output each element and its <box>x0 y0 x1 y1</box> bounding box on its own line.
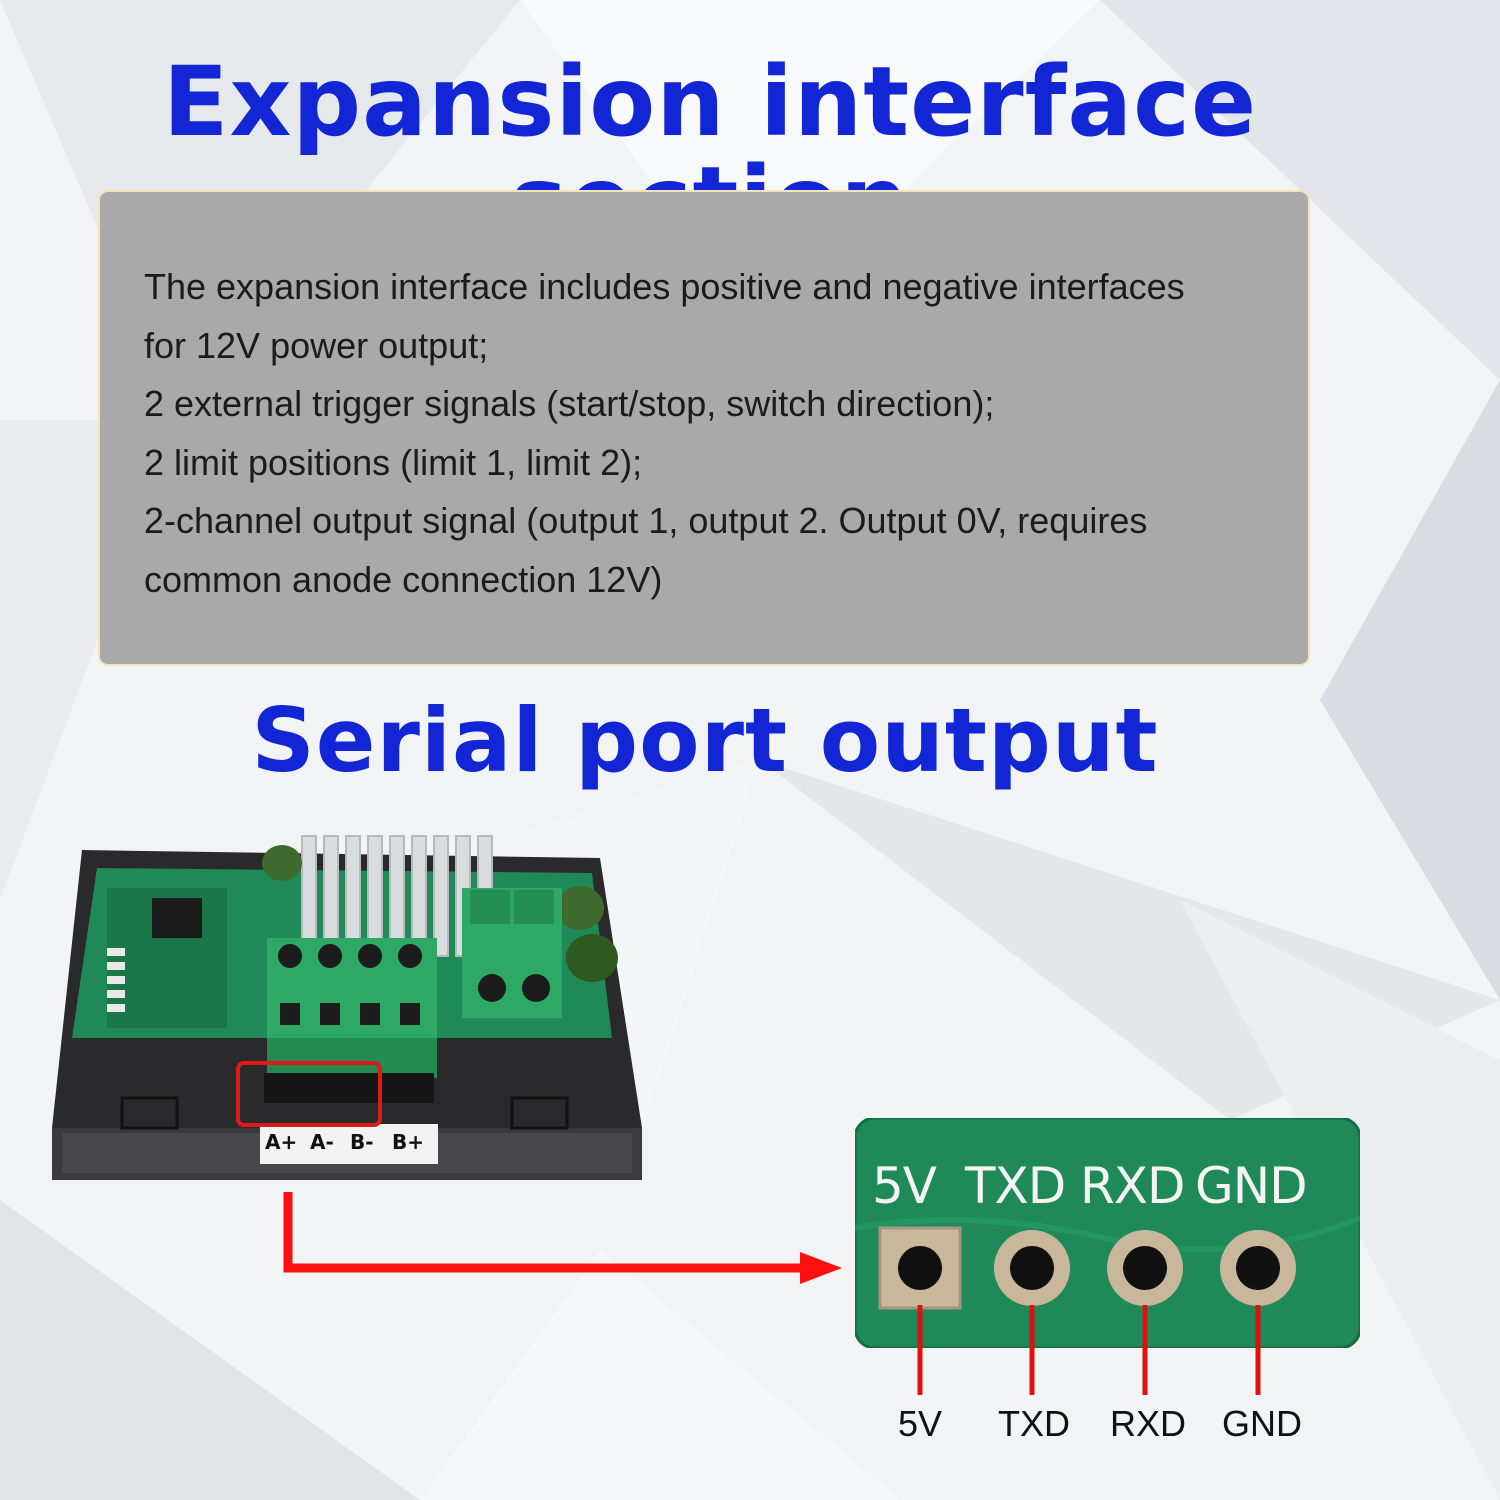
silkscreen-txd: TXD <box>965 1157 1066 1215</box>
silkscreen-gnd: GND <box>1195 1157 1308 1215</box>
silkscreen-rxd: RXD <box>1080 1157 1185 1215</box>
terminal-label-b-plus: B+ <box>392 1130 425 1154</box>
pin-label-rxd: RXD <box>1109 1403 1186 1444</box>
terminal-label-b-minus: B- <box>350 1130 374 1154</box>
description-line: 2-channel output signal (output 1, outpu… <box>144 500 1148 541</box>
description-panel: The expansion interface includes positiv… <box>98 190 1310 666</box>
description-line: for 12V power output; <box>144 324 489 366</box>
description-line: common anode connection 12V) <box>144 558 663 600</box>
description-line: 2 external trigger signals (start/stop, … <box>144 383 995 424</box>
description-line: The expansion interface includes positiv… <box>144 266 1185 307</box>
pin-label-txd: TXD <box>998 1403 1070 1444</box>
pin-label-5v: 5V <box>897 1403 943 1444</box>
pcb-closeup-image <box>855 1118 1360 1348</box>
terminal-label-a-minus: A- <box>310 1130 334 1154</box>
description-line: 2 limit positions (limit 1, limit 2); <box>144 441 643 483</box>
silkscreen-5v: 5V <box>872 1157 937 1215</box>
terminal-label-a-plus: A+ <box>265 1130 298 1154</box>
pin-label-gnd: GND <box>1222 1403 1302 1444</box>
serial-heading: Serial port output <box>251 689 1159 792</box>
controller-device-image <box>52 835 642 1180</box>
